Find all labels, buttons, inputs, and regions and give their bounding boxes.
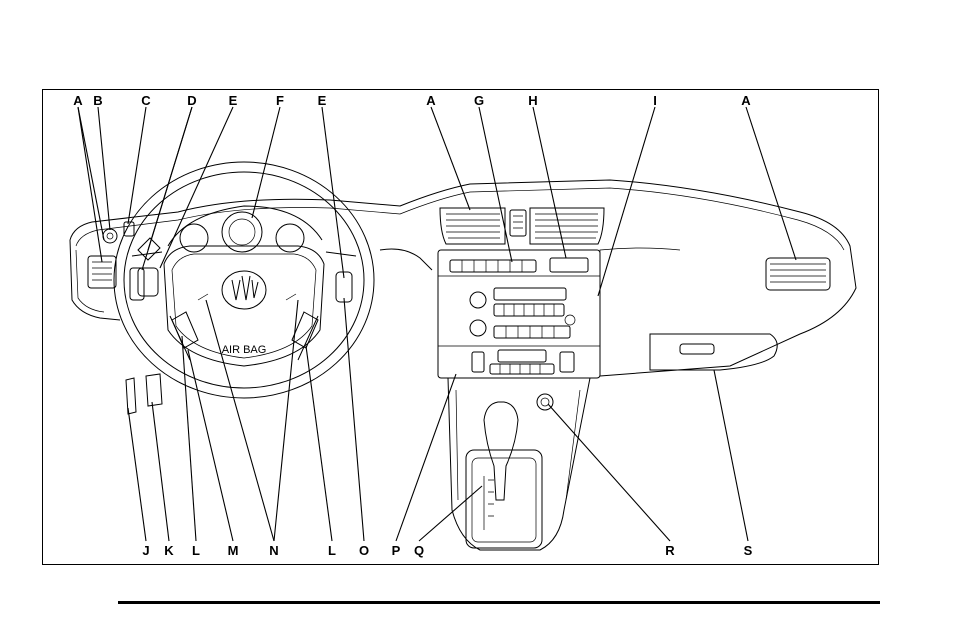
climate-control [472, 350, 574, 374]
center-console [448, 378, 590, 550]
button-row [450, 258, 588, 272]
gear-shifter [484, 402, 518, 530]
callout-label-e: E [318, 93, 327, 108]
audio-system [470, 288, 575, 338]
instrument-cluster [168, 206, 322, 252]
callout-label-l: L [192, 543, 200, 558]
callout-label-b: B [93, 93, 102, 108]
bottom-callout-labels: J K L M N L O P Q R S [142, 543, 752, 558]
callout-label-f: F [276, 93, 284, 108]
glove-box [650, 334, 777, 370]
dashboard-outline [70, 180, 856, 376]
callout-label-m: M [228, 543, 239, 558]
callout-label-a: A [73, 93, 83, 108]
leader-lines [78, 107, 796, 541]
top-callout-labels: A B C D E F E A G H I A [73, 93, 751, 108]
callout-label-o: O [359, 543, 369, 558]
callout-label-l: L [328, 543, 336, 558]
callout-label-p: P [392, 543, 401, 558]
steering-wheel-controls [138, 268, 352, 348]
right-air-vent [766, 258, 830, 290]
callout-label-k: K [164, 543, 174, 558]
callout-label-r: R [665, 543, 675, 558]
callout-label-q: Q [414, 543, 424, 558]
callout-label-i: I [653, 93, 657, 108]
callout-label-j: J [142, 543, 149, 558]
callout-label-g: G [474, 93, 484, 108]
callout-label-s: S [744, 543, 753, 558]
footer-rule [118, 601, 880, 604]
callout-label-d: D [187, 93, 196, 108]
callout-label-e: E [229, 93, 238, 108]
airbag-text: AIR BAG [222, 344, 267, 356]
callout-label-c: C [141, 93, 151, 108]
buick-emblem [222, 271, 266, 309]
callout-label-h: H [528, 93, 537, 108]
steering-wheel [114, 162, 374, 398]
hazard-switch [510, 210, 526, 236]
callout-label-n: N [269, 543, 278, 558]
callout-label-a: A [426, 93, 436, 108]
callout-label-a: A [741, 93, 751, 108]
center-right-air-vent [530, 208, 604, 244]
center-left-air-vent [440, 208, 505, 244]
pedals [126, 374, 162, 414]
